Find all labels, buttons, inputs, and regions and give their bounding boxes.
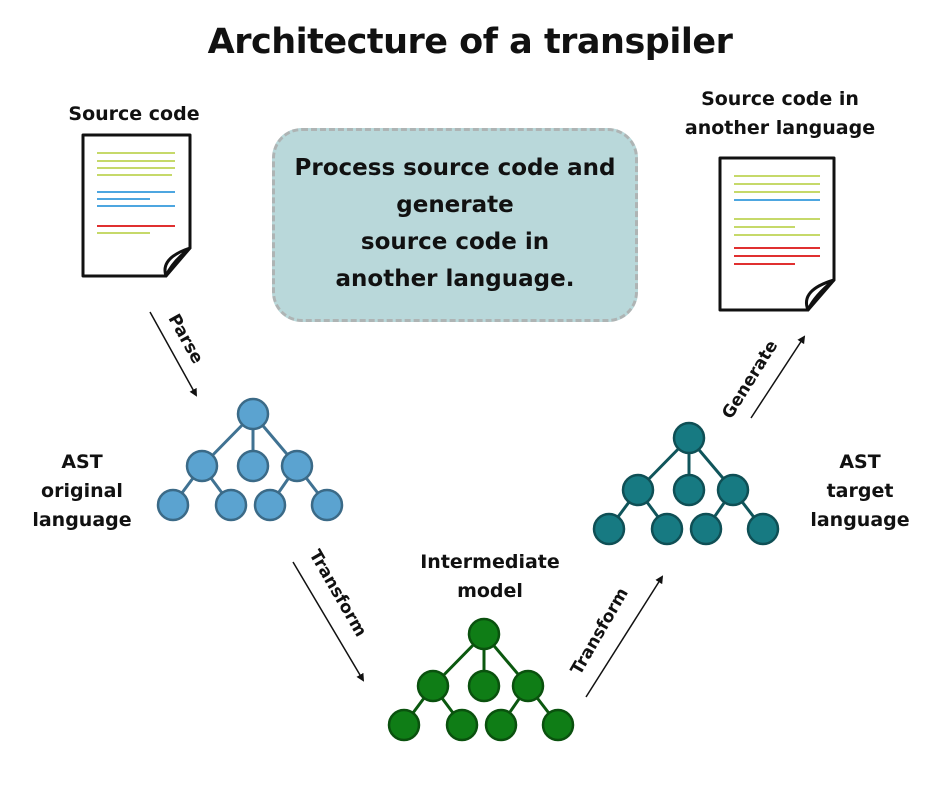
source-code-label: Source code [68, 103, 200, 125]
tree-node [214, 488, 248, 522]
tree-node [746, 512, 780, 546]
tree-node [467, 617, 501, 651]
tree-node [467, 669, 501, 703]
tree-node [621, 473, 655, 507]
tree-node [650, 512, 684, 546]
generate-arrow [750, 335, 806, 419]
tree-node [541, 708, 575, 742]
tree-node [416, 669, 450, 703]
tree-node [484, 708, 518, 742]
tree-node [253, 488, 287, 522]
source-code-lines [97, 152, 175, 234]
intermediate-model-tree [387, 617, 575, 742]
transform-out-arrow [585, 575, 664, 698]
tree-node [185, 449, 219, 483]
tree-node [236, 397, 270, 431]
tree-node [672, 421, 706, 455]
target-source-code-label: Source code in another language [684, 88, 876, 139]
callout-text: Process source code and generate source … [294, 155, 616, 292]
transform-in-arrow [292, 561, 365, 682]
diagram-title: Architecture of a transpiler [207, 22, 733, 62]
ast-original-label: AST original language [32, 451, 132, 531]
parse-label: Parse [164, 311, 207, 368]
tree-node [310, 488, 344, 522]
intermediate-model-label: Intermediate model [420, 551, 560, 602]
tree-node [445, 708, 479, 742]
ast-target-tree [592, 421, 780, 546]
transform-out-label: Transform [567, 585, 633, 679]
tree-node [592, 512, 626, 546]
source-document-icon [81, 133, 192, 278]
transform-in-label: Transform [305, 547, 371, 641]
target-code-lines [734, 175, 820, 265]
target-document-icon [718, 156, 836, 312]
parse-arrow [149, 311, 197, 397]
tree-node [716, 473, 750, 507]
tree-node [511, 669, 545, 703]
ast-target-label: AST target language [810, 451, 910, 531]
summary-callout: Process source code and generate source … [272, 128, 638, 322]
tree-node [236, 449, 270, 483]
tree-node [280, 449, 314, 483]
tree-node [689, 512, 723, 546]
tree-node [672, 473, 706, 507]
generate-label: Generate [718, 337, 782, 423]
ast-original-tree [156, 397, 344, 522]
tree-node [387, 708, 421, 742]
tree-node [156, 488, 190, 522]
